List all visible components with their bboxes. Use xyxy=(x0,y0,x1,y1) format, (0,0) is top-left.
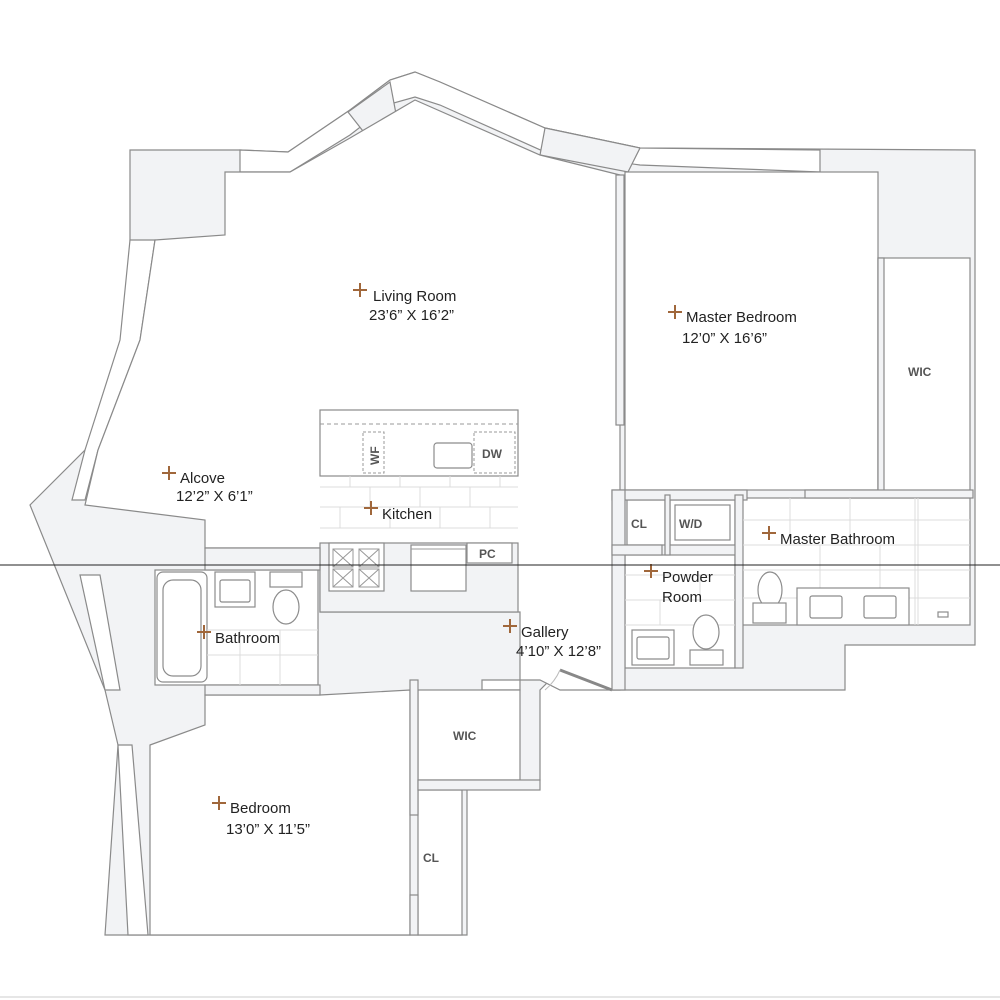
room-label-alcove: Alcove 12’2” X 6’1” xyxy=(162,466,253,505)
room-name: Master Bathroom xyxy=(780,531,895,548)
kitchen-sink-icon xyxy=(433,442,473,469)
marker-plus-icon xyxy=(503,619,517,633)
room-label-gallery: Gallery 4’10” X 12’8” xyxy=(503,619,601,660)
room-label-kitchen: Kitchen xyxy=(364,501,432,523)
room-dimensions: 4’10” X 12’8” xyxy=(516,643,601,660)
wall-master-bath-top xyxy=(804,489,974,499)
room-name-line2: Room xyxy=(662,589,702,606)
room-dimensions: 23’6” X 16’2” xyxy=(369,307,454,324)
wic-master-area xyxy=(877,257,971,496)
bathtub-basin xyxy=(162,579,202,677)
room-name: Bathroom xyxy=(215,630,280,647)
room-label-master-bathroom: Master Bathroom xyxy=(762,526,895,548)
wall-bedroom-closet xyxy=(409,894,419,936)
vanity-sink-icon xyxy=(863,595,897,619)
washer-dryer-label: W/D xyxy=(679,517,703,531)
bedroom-area xyxy=(149,689,411,936)
powder-toilet-icon xyxy=(692,614,720,650)
washer-dryer-icon xyxy=(674,504,731,541)
water-filter-label: WF xyxy=(368,446,382,465)
wall-bedroom-wic xyxy=(409,679,419,816)
wic-gallery-area xyxy=(417,689,521,781)
powder-toilet-tank xyxy=(689,649,724,666)
powder-sink-basin xyxy=(636,636,670,660)
wall-bath-divider xyxy=(734,494,744,669)
window-band-left-lower xyxy=(79,574,121,691)
master-bedroom-area xyxy=(624,171,879,491)
gallery-door[interactable] xyxy=(559,668,613,692)
wall-utility-top xyxy=(611,489,748,501)
bathroom-sink-basin xyxy=(219,579,251,603)
refrigerator-icon xyxy=(410,544,467,592)
shower-valve-icon xyxy=(937,611,949,618)
pantry-closet-label: PC xyxy=(479,547,496,561)
room-name: Bedroom xyxy=(230,800,291,817)
dishwasher-label: DW xyxy=(482,447,503,461)
wic-gallery-label: WIC xyxy=(453,729,477,743)
marker-plus-icon xyxy=(644,564,658,578)
room-name: Living Room xyxy=(373,288,456,305)
room-label-bathroom: Bathroom xyxy=(197,625,280,647)
room-label-living: Living Room 23’6” X 16’2” xyxy=(353,283,456,324)
room-name: Gallery xyxy=(521,624,569,641)
room-name: Master Bedroom xyxy=(686,309,797,326)
master-bath-tile-pattern xyxy=(743,498,970,625)
room-dimensions: 12’2” X 6’1” xyxy=(176,488,253,505)
marker-plus-icon xyxy=(762,526,776,540)
marker-plus-icon xyxy=(162,466,176,480)
wall-living-master xyxy=(615,174,625,426)
water-filter xyxy=(362,431,385,474)
wall-wic xyxy=(877,257,885,496)
dishwasher xyxy=(473,431,516,474)
toilet-icon xyxy=(272,589,300,625)
room-label-powder-room: Powder Room xyxy=(644,564,713,606)
room-dimensions: 12’0” X 16’6” xyxy=(682,330,767,347)
kitchen-tile-pattern xyxy=(320,476,518,529)
room-name: Alcove xyxy=(180,470,225,487)
room-name: Powder xyxy=(662,569,713,586)
wall-bath-bedroom xyxy=(204,684,321,696)
marker-plus-icon xyxy=(197,625,211,639)
master-toilet-tank xyxy=(752,602,787,624)
closet-bedroom-area xyxy=(417,789,463,936)
powder-tile-pattern xyxy=(625,574,735,626)
room-label-master-bedroom: Master Bedroom 12’0” X 16’6” xyxy=(668,305,797,347)
wall-closet-bottom xyxy=(611,544,663,556)
marker-plus-icon xyxy=(364,501,378,515)
marker-plus-icon xyxy=(212,796,226,810)
pantry-closet xyxy=(466,542,513,564)
door-swing xyxy=(544,669,561,691)
wall-cl-wd xyxy=(664,494,671,556)
wic-master-label: WIC xyxy=(908,365,932,379)
wall-powder-left xyxy=(611,489,626,691)
cooktop-burners xyxy=(332,548,380,588)
wall-wic-bottom xyxy=(417,779,541,791)
marker-plus-icon xyxy=(668,305,682,319)
wall-alcove-bath xyxy=(204,547,321,571)
room-label-bedroom: Bedroom 13’0” X 11’5” xyxy=(212,796,310,838)
bathroom-tile-pattern xyxy=(207,629,318,685)
closet-powder-label: CL xyxy=(631,517,647,531)
vanity-sink-icon xyxy=(809,595,843,619)
room-dimensions: 13’0” X 11’5” xyxy=(226,821,310,838)
toilet-tank xyxy=(269,571,303,588)
closet-bedroom-label: CL xyxy=(423,851,439,865)
marker-plus-icon xyxy=(353,283,367,297)
window-band-bottom-left xyxy=(117,744,149,936)
room-name: Kitchen xyxy=(382,506,432,523)
